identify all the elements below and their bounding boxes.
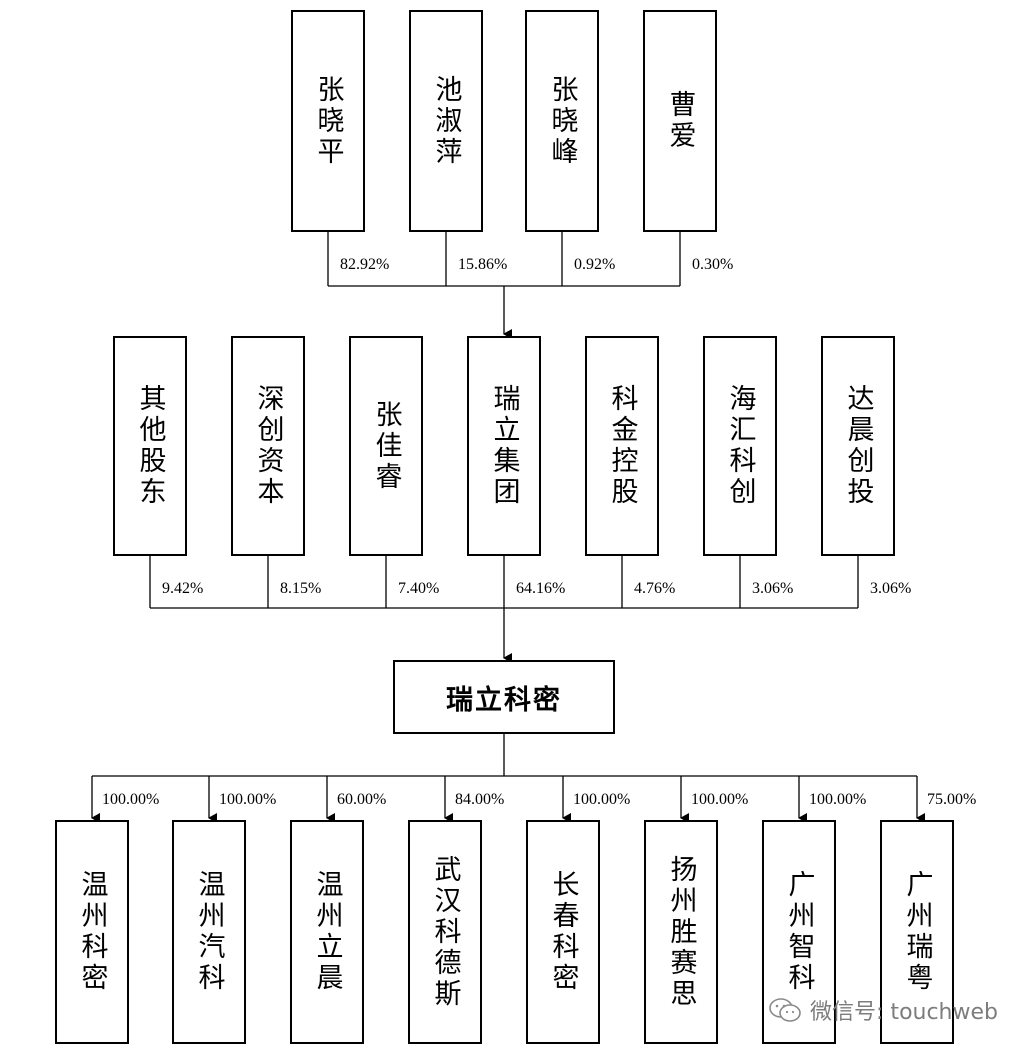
watermark: 微信号: touchweb bbox=[768, 994, 998, 1026]
subsidiary-box-label: 武汉科德斯 bbox=[429, 854, 461, 1010]
subsidiary-pct: 60.00% bbox=[337, 791, 387, 808]
top-shareholder-box-label: 张晓峰 bbox=[546, 74, 578, 168]
top-shareholder-pct: 15.86% bbox=[458, 256, 508, 273]
company-box-label: 瑞立科密 bbox=[446, 684, 562, 716]
top-shareholder-box-label: 池淑萍 bbox=[430, 74, 462, 168]
middle-shareholder-box-label: 瑞立集团 bbox=[488, 384, 520, 508]
top-shareholder-box-label: 张晓平 bbox=[312, 74, 344, 168]
subsidiary-box-label: 长春科密 bbox=[547, 870, 579, 994]
subsidiary-box: 长春科密 bbox=[526, 820, 600, 1044]
middle-shareholder-pct: 9.42% bbox=[162, 580, 204, 597]
subsidiary-box: 武汉科德斯 bbox=[408, 820, 482, 1044]
company-box: 瑞立科密 bbox=[393, 660, 615, 734]
middle-shareholder-pct: 7.40% bbox=[398, 580, 440, 597]
top-shareholder-pct: 0.92% bbox=[574, 256, 616, 273]
middle-shareholder-box-label: 达晨创投 bbox=[842, 384, 874, 508]
subsidiary-pct: 75.00% bbox=[927, 791, 977, 808]
middle-shareholder-pct: 64.16% bbox=[516, 580, 566, 597]
top-shareholder-box: 张晓平 bbox=[291, 10, 365, 232]
subsidiary-box: 广州瑞粤 bbox=[880, 820, 954, 1044]
subsidiary-box: 温州立晨 bbox=[290, 820, 364, 1044]
subsidiary-box-label: 温州科密 bbox=[76, 870, 108, 994]
middle-shareholder-box: 海汇科创 bbox=[703, 336, 777, 556]
middle-shareholder-pct: 8.15% bbox=[280, 580, 322, 597]
subsidiary-box-label: 广州瑞粤 bbox=[901, 870, 933, 994]
subsidiary-box-label: 温州立晨 bbox=[311, 870, 343, 994]
watermark-text: 微信号: touchweb bbox=[810, 1000, 998, 1025]
middle-shareholder-pct: 3.06% bbox=[870, 580, 912, 597]
middle-shareholder-box-label: 深创资本 bbox=[252, 384, 284, 508]
middle-shareholder-pct: 3.06% bbox=[752, 580, 794, 597]
subsidiary-box-label: 扬州胜赛思 bbox=[665, 854, 697, 1010]
middle-shareholder-box-label: 张佳睿 bbox=[370, 399, 402, 493]
middle-shareholder-box-label: 其他股东 bbox=[134, 384, 166, 508]
top-shareholder-pct: 82.92% bbox=[340, 256, 390, 273]
subsidiary-box: 广州智科 bbox=[762, 820, 836, 1044]
top-shareholder-pct: 0.30% bbox=[692, 256, 734, 273]
subsidiary-box-label: 广州智科 bbox=[783, 870, 815, 994]
middle-shareholder-box: 瑞立集团 bbox=[467, 336, 541, 556]
subsidiary-pct: 84.00% bbox=[455, 791, 505, 808]
subsidiary-pct: 100.00% bbox=[691, 791, 749, 808]
middle-shareholder-box: 深创资本 bbox=[231, 336, 305, 556]
subsidiary-pct: 100.00% bbox=[809, 791, 867, 808]
middle-shareholder-box: 张佳睿 bbox=[349, 336, 423, 556]
subsidiary-box: 温州汽科 bbox=[172, 820, 246, 1044]
middle-shareholder-box: 达晨创投 bbox=[821, 336, 895, 556]
subsidiary-box: 扬州胜赛思 bbox=[644, 820, 718, 1044]
subsidiary-box-label: 温州汽科 bbox=[193, 870, 225, 994]
top-shareholder-box-label: 曹爱 bbox=[664, 90, 696, 152]
subsidiary-pct: 100.00% bbox=[573, 791, 631, 808]
subsidiary-box: 温州科密 bbox=[55, 820, 129, 1044]
middle-shareholder-box-label: 海汇科创 bbox=[724, 384, 756, 508]
middle-shareholder-box-label: 科金控股 bbox=[606, 384, 638, 508]
subsidiary-pct: 100.00% bbox=[219, 791, 277, 808]
middle-shareholder-box: 其他股东 bbox=[113, 336, 187, 556]
wechat-icon bbox=[769, 998, 801, 1022]
middle-shareholder-box: 科金控股 bbox=[585, 336, 659, 556]
top-shareholder-box: 曹爱 bbox=[643, 10, 717, 232]
top-shareholder-box: 池淑萍 bbox=[409, 10, 483, 232]
subsidiary-pct: 100.00% bbox=[102, 791, 160, 808]
middle-shareholder-pct: 4.76% bbox=[634, 580, 676, 597]
top-shareholder-box: 张晓峰 bbox=[525, 10, 599, 232]
